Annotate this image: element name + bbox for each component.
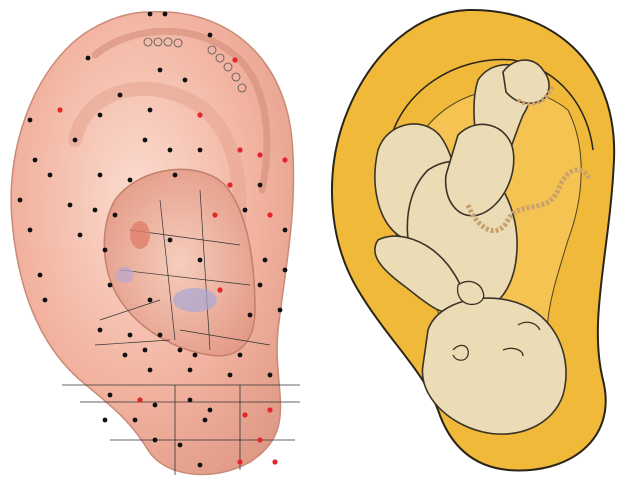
- acupoint-black: [173, 173, 178, 178]
- organ-patch: [173, 288, 217, 312]
- acupoint-black: [188, 368, 193, 373]
- acupoint-black: [108, 393, 113, 398]
- acupoint-black: [148, 12, 153, 17]
- acupoint-red: [197, 112, 202, 117]
- acupoint-black: [183, 78, 188, 83]
- acupoint-black: [178, 348, 183, 353]
- acupoint-black: [283, 228, 288, 233]
- acupoint-black: [158, 333, 163, 338]
- acupoint-red: [257, 152, 262, 157]
- acupoint-black: [98, 328, 103, 333]
- acupoint-black: [148, 298, 153, 303]
- acupoint-black: [208, 408, 213, 413]
- acupoint-red: [232, 57, 237, 62]
- acupoint-red: [212, 212, 217, 217]
- ear-acupoint-diagram: [0, 0, 315, 483]
- acupoint-black: [243, 208, 248, 213]
- organ-patch: [116, 267, 134, 283]
- acupoint-black: [278, 308, 283, 313]
- acupoint-black: [168, 148, 173, 153]
- acupoint-black: [43, 298, 48, 303]
- acupoint-black: [123, 353, 128, 358]
- acupoint-black: [48, 173, 53, 178]
- acupoint-red: [227, 182, 232, 187]
- acupoint-red: [237, 147, 242, 152]
- acupoint-black: [108, 283, 113, 288]
- acupoint-black: [263, 258, 268, 263]
- acupoint-black: [248, 313, 253, 318]
- acupoint-black: [103, 418, 108, 423]
- acupoint-black: [86, 56, 91, 61]
- acupoint-black: [143, 348, 148, 353]
- acupoint-red: [217, 287, 222, 292]
- acupoint-black: [28, 228, 33, 233]
- acupoint-black: [198, 148, 203, 153]
- acupoint-black: [198, 258, 203, 263]
- acupoint-red: [242, 412, 247, 417]
- acupoint-black: [208, 33, 213, 38]
- acupoint-black: [28, 118, 33, 123]
- acupoint-black: [98, 173, 103, 178]
- inverted-fetus-diagram: [318, 0, 620, 483]
- acupoint-black: [228, 373, 233, 378]
- acupoint-black: [103, 248, 108, 253]
- acupoint-black: [163, 12, 168, 17]
- acupoint-red: [57, 107, 62, 112]
- acupoint-black: [258, 183, 263, 188]
- acupoint-black: [33, 158, 38, 163]
- acupoint-black: [133, 418, 138, 423]
- acupoint-black: [73, 138, 78, 143]
- acupoint-black: [268, 373, 273, 378]
- acupoint-black: [153, 438, 158, 443]
- acupoint-black: [198, 463, 203, 468]
- acupoint-black: [78, 233, 83, 238]
- acupoint-red: [237, 459, 242, 464]
- acupoint-black: [168, 238, 173, 243]
- acupoint-red: [257, 437, 262, 442]
- acupoint-black: [128, 333, 133, 338]
- acupoint-black: [203, 418, 208, 423]
- acupoint-red: [267, 407, 272, 412]
- acupoint-red: [272, 459, 277, 464]
- organ-patch: [130, 221, 150, 249]
- acupoint-black: [113, 213, 118, 218]
- acupoint-black: [258, 283, 263, 288]
- acupoint-black: [38, 273, 43, 278]
- acupoint-black: [158, 68, 163, 73]
- acupoint-black: [98, 113, 103, 118]
- acupoint-black: [178, 443, 183, 448]
- acupoint-black: [143, 138, 148, 143]
- acupoint-black: [188, 398, 193, 403]
- acupoint-black: [238, 353, 243, 358]
- acupoint-black: [68, 203, 73, 208]
- acupoint-black: [118, 93, 123, 98]
- acupoint-black: [93, 208, 98, 213]
- auricular-map-panel: [0, 0, 315, 483]
- fetus-correspondence-panel: [318, 0, 620, 483]
- acupoint-black: [18, 198, 23, 203]
- acupoint-red: [267, 212, 272, 217]
- acupoint-red: [282, 157, 287, 162]
- acupoint-black: [148, 108, 153, 113]
- acupoint-black: [283, 268, 288, 273]
- acupoint-black: [193, 353, 198, 358]
- acupoint-black: [148, 368, 153, 373]
- acupoint-black: [153, 403, 158, 408]
- acupoint-black: [128, 178, 133, 183]
- acupoint-red: [137, 397, 142, 402]
